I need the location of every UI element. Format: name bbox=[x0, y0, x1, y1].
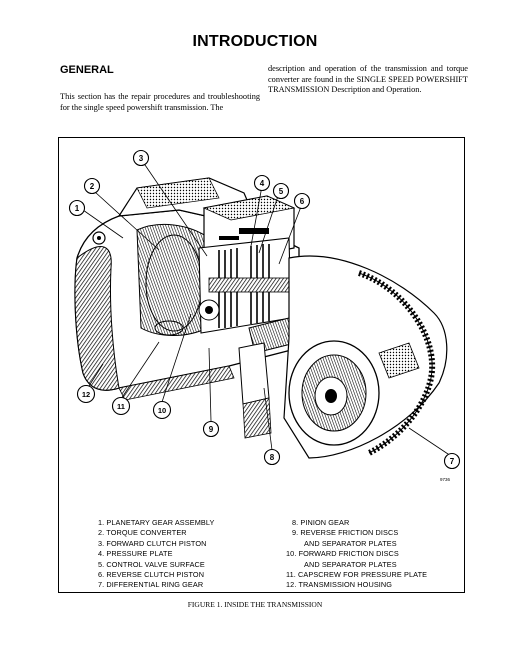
legend-item: 1. PLANETARY GEAR ASSEMBLY bbox=[98, 518, 215, 527]
figure-caption: FIGURE 1. INSIDE THE TRANSMISSION bbox=[187, 600, 323, 609]
legend-right: 8. PINION GEAR 9. REVERSE FRICTION DISCS… bbox=[286, 518, 427, 591]
svg-text:7: 7 bbox=[450, 457, 455, 466]
intro-paragraph-start: This section has the repair procedures a… bbox=[60, 92, 260, 112]
leader-lines bbox=[82, 161, 452, 457]
legend-item: 8. PINION GEAR bbox=[292, 518, 350, 527]
svg-text:6: 6 bbox=[300, 197, 305, 206]
legend-item: 11. CAPSCREW FOR PRESSURE PLATE bbox=[286, 570, 428, 580]
svg-text:9: 9 bbox=[209, 425, 214, 434]
svg-text:12: 12 bbox=[82, 390, 90, 399]
legend-item: 3. FORWARD CLUTCH PISTON bbox=[98, 538, 207, 548]
callout-4: 4 bbox=[253, 174, 271, 192]
transmission-illustration: 1 2 3 4 5 6 7 8 bbox=[68, 149, 461, 470]
legend-item: 5. CONTROL VALVE SURFACE bbox=[98, 559, 205, 569]
svg-text:10: 10 bbox=[158, 406, 166, 415]
callout-5: 5 bbox=[272, 182, 290, 200]
callout-6: 6 bbox=[293, 192, 311, 210]
callout-7: 7 bbox=[443, 452, 461, 470]
text-column-left: GENERAL This section has the repair proc… bbox=[60, 64, 260, 113]
svg-text:5: 5 bbox=[279, 187, 284, 196]
legend-item: AND SEPARATOR PLATES bbox=[304, 538, 397, 548]
legend-item: 10. FORWARD FRICTION DISCS bbox=[286, 549, 399, 559]
callout-11: 11 bbox=[111, 396, 131, 416]
legend-item: 12. TRANSMISSION HOUSING bbox=[286, 580, 393, 590]
callout-12: 12 bbox=[76, 384, 96, 404]
legend-left: 1. PLANETARY GEAR ASSEMBLY 2. TORQUE CON… bbox=[98, 518, 214, 591]
legend-item: 2. TORQUE CONVERTER bbox=[98, 528, 187, 538]
svg-text:1: 1 bbox=[75, 204, 80, 213]
svg-text:11: 11 bbox=[117, 402, 125, 411]
legend-item: AND SEPARATOR PLATES bbox=[304, 559, 397, 569]
legend-item: 6. REVERSE CLUTCH PISTON bbox=[98, 570, 205, 580]
section-heading: GENERAL bbox=[60, 64, 114, 76]
text-column-right: description and operation of the transmi… bbox=[268, 64, 468, 96]
legend-item: 7. DIFFERENTIAL RING GEAR bbox=[98, 580, 204, 590]
callout-8: 8 bbox=[263, 448, 281, 466]
intro-paragraph-end: description and operation of the transmi… bbox=[268, 64, 468, 94]
page-title: INTRODUCTION bbox=[192, 33, 318, 50]
svg-text:4: 4 bbox=[260, 179, 265, 188]
differential bbox=[283, 255, 448, 459]
callout-9: 9 bbox=[202, 420, 220, 438]
legend-item: 9. REVERSE FRICTION DISCS bbox=[292, 528, 399, 538]
svg-text:3: 3 bbox=[139, 154, 144, 163]
figure-frame: 1 2 3 4 5 6 7 8 bbox=[58, 137, 465, 593]
clutch-pack bbox=[154, 237, 292, 336]
callout-3: 3 bbox=[132, 149, 150, 167]
callout-2: 2 bbox=[83, 177, 101, 195]
callout-10: 10 bbox=[152, 400, 172, 420]
svg-text:2: 2 bbox=[90, 182, 95, 191]
figure-code: 9736 bbox=[440, 477, 451, 482]
callout-1: 1 bbox=[68, 199, 86, 217]
svg-text:8: 8 bbox=[270, 453, 275, 462]
legend-item: 4. PRESSURE PLATE bbox=[98, 549, 173, 559]
